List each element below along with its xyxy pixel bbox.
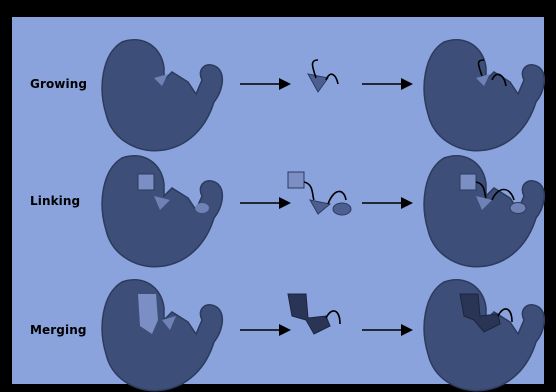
merging-fragment [288, 294, 340, 334]
growing-fragment [308, 60, 338, 92]
linking-protein-result [424, 156, 544, 267]
linking-fragments [288, 172, 351, 215]
merging-protein-result [424, 280, 544, 391]
linking-protein-start [102, 156, 222, 267]
merging-protein-start [102, 280, 222, 391]
growing-protein-result [424, 40, 544, 151]
growing-protein-start [102, 40, 222, 151]
